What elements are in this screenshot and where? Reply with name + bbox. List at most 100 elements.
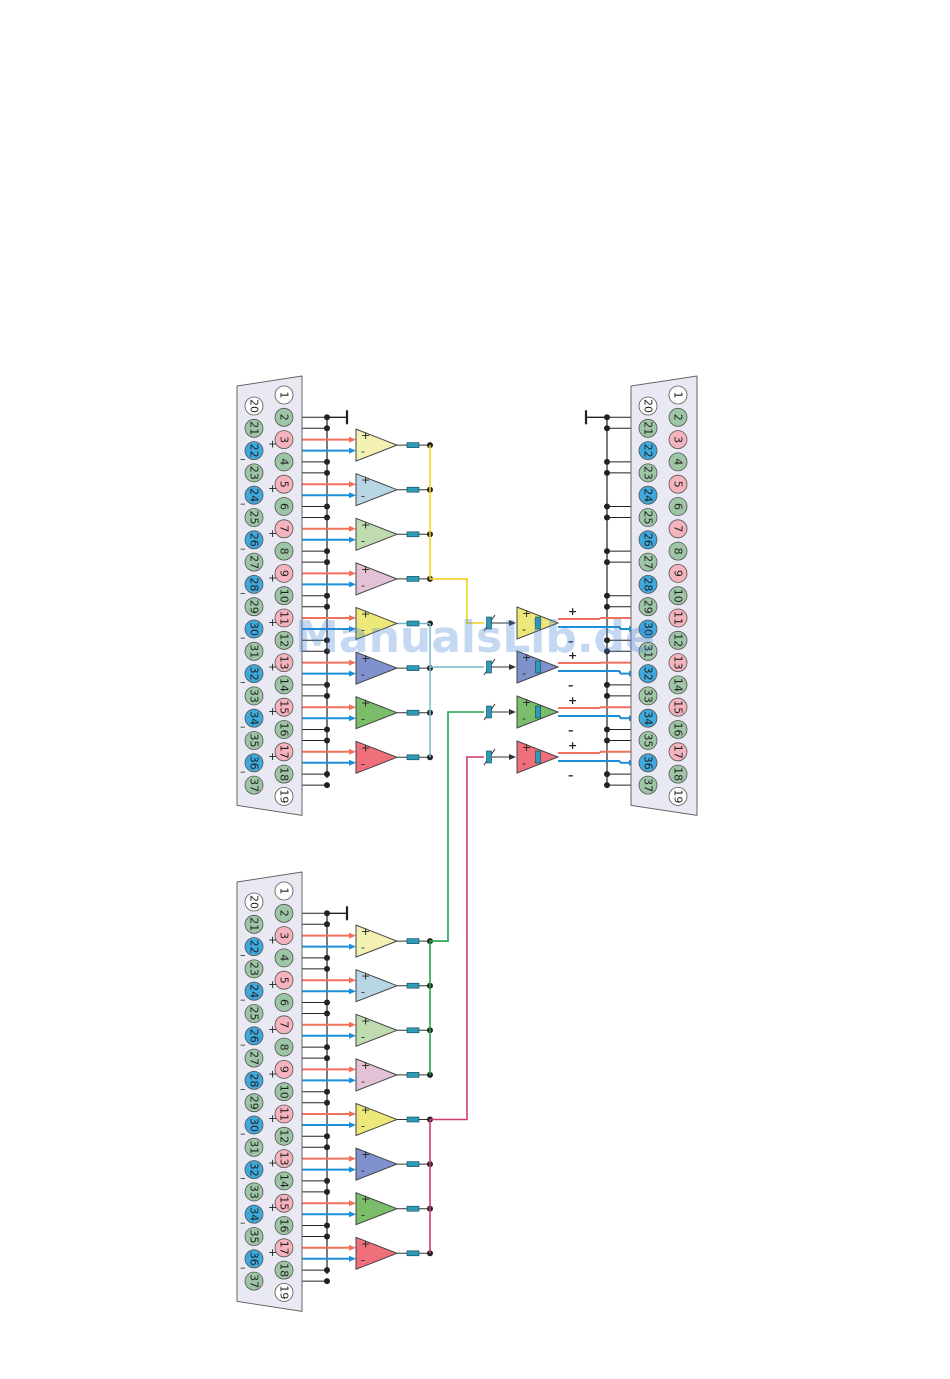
connector-pin-label: 18 bbox=[278, 767, 291, 781]
connector-pin-label: 30 bbox=[642, 622, 655, 636]
connector-pin bbox=[244, 1004, 264, 1023]
junction-dot bbox=[604, 681, 610, 688]
plus-label: + bbox=[268, 1023, 277, 1036]
connector-pin-label: 29 bbox=[642, 600, 655, 614]
connector-pin bbox=[244, 1160, 264, 1179]
connector-pin bbox=[668, 564, 688, 583]
connector-pin-label: 5 bbox=[278, 481, 291, 488]
connector-pin-label: 14 bbox=[672, 678, 685, 692]
amp-minus-sign: - bbox=[522, 712, 526, 725]
connector-pin-label: 1 bbox=[672, 392, 685, 399]
junction-dot bbox=[324, 1044, 330, 1051]
connector-pin-label: 34 bbox=[642, 711, 655, 725]
amplifier bbox=[355, 1147, 399, 1181]
connector-pin-label: 7 bbox=[672, 525, 685, 532]
connector-pin bbox=[638, 753, 658, 773]
connector-pin bbox=[638, 597, 658, 617]
connector-pin bbox=[638, 575, 658, 594]
connector-pin-label: 24 bbox=[248, 984, 261, 998]
connector-pin-label: 11 bbox=[278, 1107, 291, 1121]
connector-pin-label: 25 bbox=[248, 511, 261, 525]
junction-dot bbox=[324, 1188, 330, 1195]
plus-label: + bbox=[268, 527, 277, 540]
arrow-head bbox=[349, 536, 356, 543]
junction-dot bbox=[324, 1133, 330, 1140]
connector-pin-label: 9 bbox=[278, 570, 291, 577]
junction-dot bbox=[324, 771, 330, 778]
connector-pin bbox=[274, 430, 294, 450]
junction-dot bbox=[604, 469, 610, 476]
connector-pin-label: 34 bbox=[248, 711, 261, 725]
arrow-head bbox=[349, 1032, 356, 1039]
wires-layer bbox=[263, 410, 669, 1285]
junction-dot bbox=[324, 1222, 330, 1229]
junction-dot bbox=[324, 910, 330, 917]
connector-pin-label: 27 bbox=[248, 1051, 261, 1065]
junction-dot bbox=[604, 771, 610, 778]
amp-minus-sign: - bbox=[522, 623, 526, 636]
connector-pin bbox=[244, 396, 264, 416]
junction-dot bbox=[604, 514, 610, 521]
amp-plus-sign: + bbox=[522, 651, 531, 664]
connector-pin-label: 20 bbox=[248, 399, 261, 413]
connector-pin bbox=[244, 1048, 264, 1068]
arrow-head bbox=[349, 704, 356, 711]
amplifier bbox=[355, 562, 399, 596]
resistor bbox=[406, 576, 420, 582]
amp-plus-sign: + bbox=[361, 970, 370, 983]
resistor bbox=[406, 442, 420, 448]
amp-plus-sign: + bbox=[361, 652, 370, 665]
amp-plus-sign: + bbox=[522, 696, 531, 709]
connector-pin-label: 33 bbox=[642, 689, 655, 703]
amp-minus-sign: - bbox=[361, 1120, 365, 1133]
connector-pin bbox=[638, 731, 658, 750]
connector-pin bbox=[274, 993, 294, 1012]
connector-pin-label: 20 bbox=[642, 399, 655, 413]
connector-pin-label: 37 bbox=[642, 778, 655, 792]
connector-pin-label: 5 bbox=[278, 977, 291, 984]
junction-dot bbox=[324, 737, 330, 744]
connector-pin-label: 2 bbox=[672, 414, 685, 421]
minus-label: – bbox=[240, 949, 246, 962]
arrow-head bbox=[349, 436, 356, 443]
junction-dot bbox=[324, 514, 330, 521]
arrow-head bbox=[349, 977, 356, 984]
connector-pin-label: 6 bbox=[672, 503, 685, 510]
connector-pin-label: 3 bbox=[672, 436, 685, 443]
watermark: ManualsLib.de bbox=[295, 612, 655, 663]
connector-pin bbox=[274, 541, 294, 561]
junction-dot bbox=[324, 1177, 330, 1184]
arrow-head bbox=[349, 481, 356, 488]
connector-pin-label: 17 bbox=[278, 1241, 291, 1255]
connector-pin bbox=[638, 619, 658, 639]
junction-dot bbox=[324, 548, 330, 555]
connector-pin bbox=[668, 608, 688, 628]
connector-pin-label: 14 bbox=[278, 678, 291, 692]
connector-pin-label: 12 bbox=[672, 633, 685, 647]
arrow-head bbox=[349, 581, 356, 588]
bus-wire-green bbox=[429, 711, 484, 1075]
connector-pin bbox=[244, 441, 264, 461]
connector-pin-label: 33 bbox=[248, 689, 261, 703]
connector-pin-label: 30 bbox=[248, 1118, 261, 1132]
output-plus-label: + bbox=[568, 649, 577, 662]
connector-pin-label: 27 bbox=[248, 555, 261, 569]
connector-pin-label: 12 bbox=[278, 1129, 291, 1143]
junction-dot bbox=[324, 648, 330, 655]
connector-pin-label: 2 bbox=[278, 414, 291, 421]
amp-plus-sign: + bbox=[361, 1237, 370, 1250]
resistor bbox=[535, 616, 541, 630]
connector-pin bbox=[668, 474, 688, 494]
connector-pin bbox=[274, 764, 294, 784]
amp-minus-sign: - bbox=[361, 1209, 365, 1222]
connector-pin-label: 5 bbox=[672, 481, 685, 488]
junction-dot bbox=[604, 692, 610, 699]
junction-dot bbox=[604, 648, 610, 655]
amplifier bbox=[355, 695, 399, 730]
connector-pin-label: 24 bbox=[642, 488, 655, 502]
resistor bbox=[535, 660, 541, 674]
arrow-head bbox=[349, 626, 356, 632]
resistor bbox=[486, 705, 492, 719]
connector-pin-label: 4 bbox=[278, 458, 291, 465]
connector-pin-label: 30 bbox=[248, 622, 261, 636]
